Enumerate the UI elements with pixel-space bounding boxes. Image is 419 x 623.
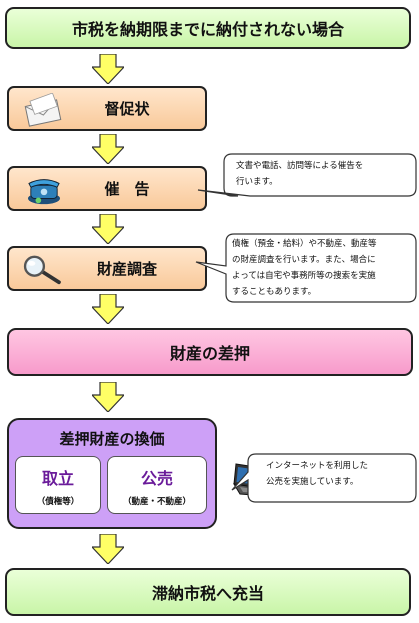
down-arrow-icon — [92, 294, 124, 324]
flow-title: 市税を納期限までに納付されない場合 — [5, 7, 411, 49]
auction-option-label: 公売 — [140, 469, 173, 488]
collection-option: 取立 （債権等） — [15, 456, 101, 514]
step-apply-to-tax: 滞納市税へ充当 — [5, 568, 411, 616]
investigation-callout-line: の財産調査を行います。また、場合に — [232, 255, 376, 265]
auction-option: 公売 （動産・不動産） — [107, 456, 207, 514]
step-seizure-label: 財産の差押 — [169, 344, 250, 363]
auction-callout — [231, 453, 417, 503]
step-conversion: 差押財産の換価 取立 （債権等） 公売 （動産・不動産） — [7, 418, 217, 529]
notice-callout-line: 行います。 — [236, 177, 278, 187]
down-arrow-icon — [92, 134, 124, 164]
notice-callout — [197, 153, 417, 197]
step-asset-investigation: 財産調査 — [7, 246, 207, 291]
step-notice: 催 告 — [7, 166, 207, 211]
investigation-callout — [195, 233, 417, 303]
telephone-icon — [28, 179, 60, 205]
collection-option-label: 取立 — [41, 469, 74, 488]
auction-callout-line: インターネットを利用した — [266, 461, 369, 471]
down-arrow-icon — [92, 534, 124, 564]
step-demand-letter: 督促状 — [7, 86, 207, 131]
auction-callout-line: 公売を実施しています。 — [266, 477, 359, 487]
step-conversion-label: 差押財産の換価 — [59, 430, 165, 448]
step-demand-letter-label: 督促状 — [104, 100, 150, 118]
magnifying-glass-icon — [23, 255, 61, 285]
down-arrow-icon — [92, 382, 124, 412]
auction-option-sub: （動産・不動産） — [122, 497, 191, 507]
investigation-callout-line: 債権（預金・給料）や不動産、動産等 — [232, 239, 377, 249]
investigation-callout-line: することもあります。 — [232, 287, 317, 297]
down-arrow-icon — [92, 214, 124, 244]
collection-option-sub: （債権等） — [36, 497, 80, 507]
step-apply-to-tax-label: 滞納市税へ充当 — [151, 584, 264, 603]
step-asset-investigation-label: 財産調査 — [96, 260, 157, 278]
notice-callout-line: 文書や電話、訪問等による催告を — [236, 161, 364, 171]
investigation-callout-line: よっては自宅や事務所等の捜索を実施 — [232, 271, 376, 281]
envelope-icon — [24, 93, 62, 127]
step-seizure: 財産の差押 — [7, 328, 413, 376]
flow-title-text: 市税を納期限までに納付されない場合 — [71, 20, 344, 39]
down-arrow-icon — [92, 54, 124, 84]
step-notice-label: 催 告 — [104, 180, 150, 198]
